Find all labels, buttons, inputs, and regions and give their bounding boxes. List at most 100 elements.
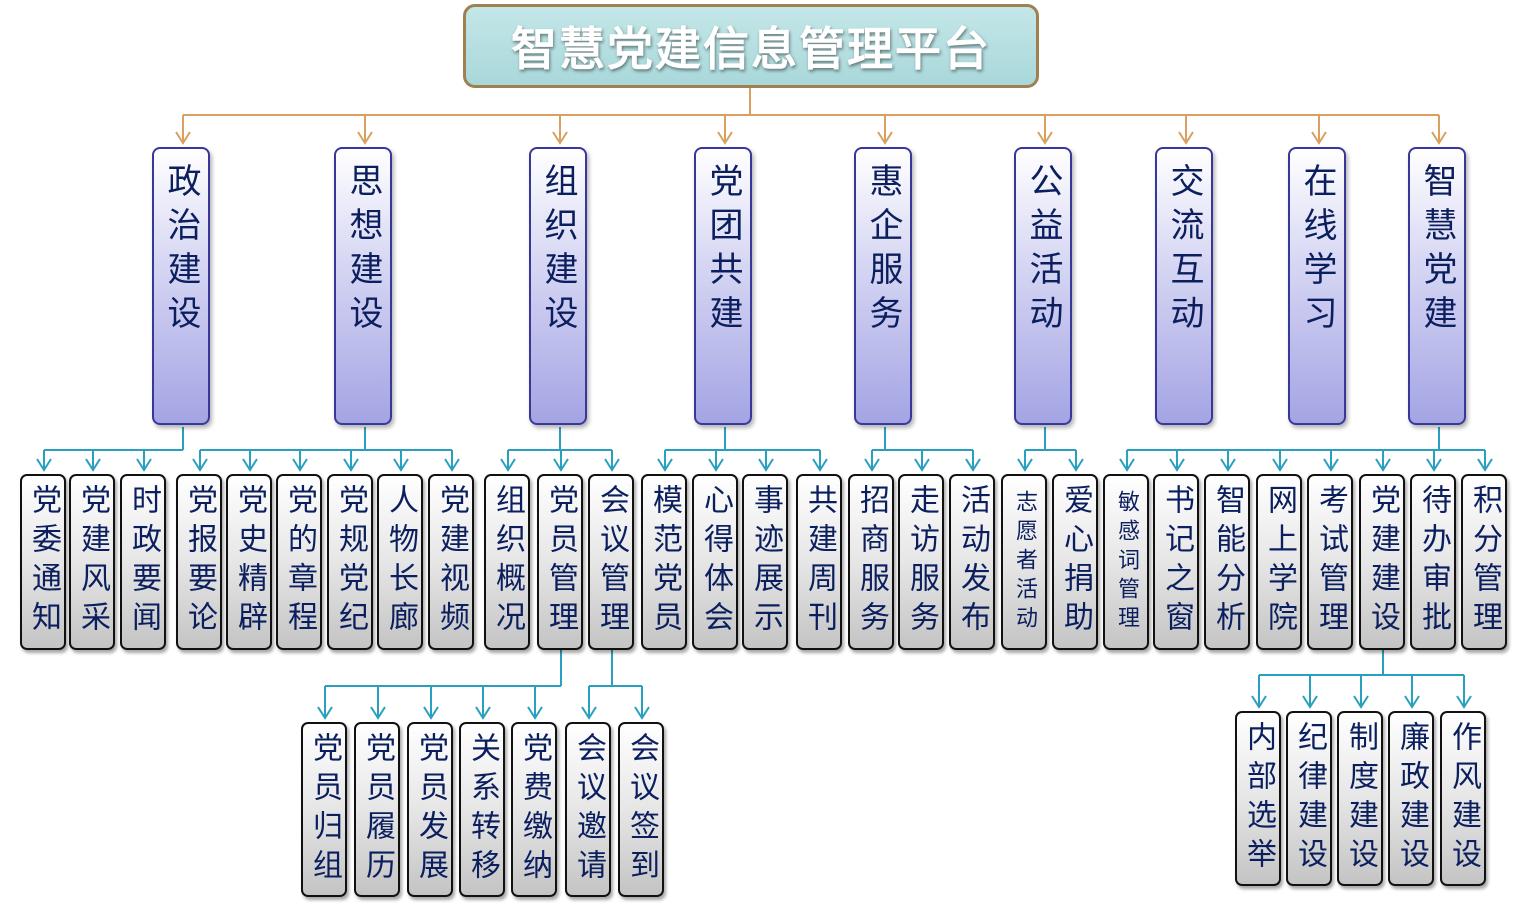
subcategory-item[interactable]: 事迹展示 xyxy=(742,474,788,650)
node-label: 党员归组 xyxy=(307,731,342,888)
detail-item[interactable]: 党费缴纳 xyxy=(511,722,557,897)
node-label: 党委通知 xyxy=(26,484,61,640)
arrow-head-icon xyxy=(292,458,308,472)
subcategory-item[interactable]: 党员管理 xyxy=(537,474,583,650)
detail-item[interactable]: 会议邀请 xyxy=(565,722,611,897)
node-label: 会议签到 xyxy=(624,731,659,888)
subcategory-item[interactable]: 党建建设 xyxy=(1359,474,1405,650)
detail-item[interactable]: 关系转移 xyxy=(459,722,505,897)
subcategory-item[interactable]: 党报要论 xyxy=(176,474,222,650)
subcategory-item[interactable]: 时政要闻 xyxy=(120,474,166,650)
node-label: 网上学院 xyxy=(1262,484,1297,640)
category-6[interactable]: 公益活动 xyxy=(1014,147,1072,425)
node-label: 敏感词管理 xyxy=(1114,489,1139,635)
arrow-head-icon xyxy=(552,131,568,145)
arrow-head-icon xyxy=(965,458,981,472)
arrow-head-icon xyxy=(1251,695,1267,709)
subcategory-item[interactable]: 活动发布 xyxy=(949,474,995,650)
arrow-head-icon xyxy=(475,706,491,720)
node-label: 考试管理 xyxy=(1313,484,1348,640)
subcategory-item[interactable]: 模范党员 xyxy=(641,474,687,650)
subcategory-item[interactable]: 敏感词管理 xyxy=(1103,474,1149,650)
node-label: 爱心捐助 xyxy=(1058,484,1093,640)
arrow-head-icon xyxy=(1272,458,1288,472)
node-label: 组织概况 xyxy=(490,484,525,640)
node-label: 纪律建设 xyxy=(1292,720,1327,877)
subcategory-item[interactable]: 招商服务 xyxy=(848,474,894,650)
subcategory-item[interactable]: 网上学院 xyxy=(1256,474,1302,650)
arrow-head-icon xyxy=(393,458,409,472)
node-label: 党员履历 xyxy=(360,731,395,888)
detail-item[interactable]: 内部选举 xyxy=(1235,711,1281,886)
subcategory-item[interactable]: 党史精辟 xyxy=(226,474,272,650)
category-9[interactable]: 智慧党建 xyxy=(1408,147,1466,425)
node-label: 党费缴纳 xyxy=(517,731,552,888)
detail-item[interactable]: 党员发展 xyxy=(407,722,453,897)
category-7[interactable]: 交流互动 xyxy=(1155,147,1213,425)
category-1[interactable]: 政治建设 xyxy=(152,147,210,425)
subcategory-item[interactable]: 心得体会 xyxy=(692,474,738,650)
node-label: 惠企服务 xyxy=(863,163,903,339)
arrow-head-icon xyxy=(317,706,333,720)
subcategory-item[interactable]: 志愿者活动 xyxy=(1001,474,1047,650)
category-3[interactable]: 组织建设 xyxy=(529,147,587,425)
subcategory-item[interactable]: 待办审批 xyxy=(1410,474,1456,650)
node-label: 政治建设 xyxy=(161,163,201,339)
subcategory-item[interactable]: 积分管理 xyxy=(1461,474,1507,650)
node-label: 党员发展 xyxy=(413,731,448,888)
arrow-head-icon xyxy=(1477,458,1493,472)
arrow-head-icon xyxy=(36,458,52,472)
subcategory-item[interactable]: 党的章程 xyxy=(276,474,322,650)
node-label: 党员管理 xyxy=(543,484,578,640)
detail-item[interactable]: 作风建设 xyxy=(1440,711,1486,886)
arrow-head-icon xyxy=(1178,131,1194,145)
arrow-head-icon xyxy=(527,706,543,720)
node-label: 事迹展示 xyxy=(748,484,783,640)
arrow-head-icon xyxy=(1037,131,1053,145)
category-4[interactable]: 党团共建 xyxy=(694,147,752,425)
subcategory-item[interactable]: 爱心捐助 xyxy=(1052,474,1098,650)
category-8[interactable]: 在线学习 xyxy=(1288,147,1346,425)
node-label: 心得体会 xyxy=(698,484,733,640)
category-5[interactable]: 惠企服务 xyxy=(854,147,912,425)
node-label: 党的章程 xyxy=(282,484,317,640)
node-label: 会议邀请 xyxy=(571,731,606,888)
subcategory-item[interactable]: 人物长廊 xyxy=(377,474,423,650)
subcategory-item[interactable]: 走访服务 xyxy=(898,474,944,650)
detail-item[interactable]: 党员归组 xyxy=(301,722,347,897)
subcategory-item[interactable]: 书记之窗 xyxy=(1153,474,1199,650)
node-label: 智慧党建 xyxy=(1417,163,1457,339)
detail-item[interactable]: 纪律建设 xyxy=(1286,711,1332,886)
node-label: 模范党员 xyxy=(647,484,682,640)
detail-item[interactable]: 会议签到 xyxy=(618,722,664,897)
detail-item[interactable]: 制度建设 xyxy=(1337,711,1383,886)
arrow-head-icon xyxy=(812,458,828,472)
subcategory-item[interactable]: 考试管理 xyxy=(1307,474,1353,650)
subcategory-item[interactable]: 智能分析 xyxy=(1204,474,1250,650)
category-2[interactable]: 思想建设 xyxy=(334,147,392,425)
arrow-head-icon xyxy=(581,706,597,720)
detail-item[interactable]: 廉政建设 xyxy=(1388,711,1434,886)
subcategory-item[interactable]: 党建视频 xyxy=(428,474,474,650)
node-label: 公益活动 xyxy=(1023,163,1063,339)
arrow-head-icon xyxy=(192,458,208,472)
subcategory-item[interactable]: 党委通知 xyxy=(20,474,66,650)
node-label: 招商服务 xyxy=(854,484,889,640)
node-label: 待办审批 xyxy=(1416,484,1451,640)
node-label: 会议管理 xyxy=(594,484,629,640)
arrow-head-icon xyxy=(85,458,101,472)
node-label: 党建建设 xyxy=(1365,484,1400,640)
platform-title: 智慧党建信息管理平台 xyxy=(463,4,1039,88)
arrow-head-icon xyxy=(423,706,439,720)
arrow-head-icon xyxy=(877,131,893,145)
subcategory-item[interactable]: 共建周刊 xyxy=(796,474,842,650)
arrow-head-icon xyxy=(175,131,191,145)
node-label: 党规党纪 xyxy=(333,484,368,640)
arrow-head-icon xyxy=(1426,458,1442,472)
subcategory-item[interactable]: 党规党纪 xyxy=(327,474,373,650)
subcategory-item[interactable]: 党建风采 xyxy=(69,474,115,650)
subcategory-item[interactable]: 组织概况 xyxy=(484,474,530,650)
subcategory-item[interactable]: 会议管理 xyxy=(588,474,634,650)
detail-item[interactable]: 党员履历 xyxy=(354,722,400,897)
